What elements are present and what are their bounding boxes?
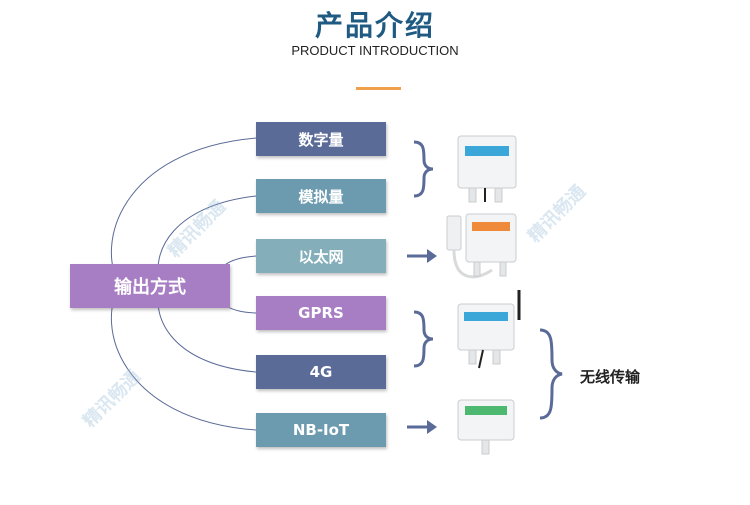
gprs-sensor-device-icon [457, 290, 521, 369]
page-subtitle: PRODUCT INTRODUCTION [291, 43, 459, 58]
option-nbiot: NB-IoT [256, 413, 386, 447]
option-4g: 4G [256, 355, 386, 389]
nbiot-sensor-device-icon [457, 399, 515, 455]
output-method-box: 输出方式 [70, 264, 230, 308]
brace-wireless-icon [539, 328, 563, 420]
brace-wired-icon [413, 140, 434, 198]
arc-digital [110, 137, 257, 286]
page-title: 产品介绍 [314, 9, 435, 42]
option-gprs: GPRS [256, 296, 386, 330]
ethernet-sensor-device-icon [446, 213, 517, 279]
option-digital: 数字量 [256, 122, 386, 156]
sensor-device-icon [457, 135, 517, 203]
arrow-nbiot-icon [407, 420, 437, 434]
wireless-transmission-label: 无线传输 [580, 368, 641, 386]
option-analog: 模拟量 [256, 179, 386, 213]
title-accent-bar [356, 87, 401, 90]
arrow-ethernet-icon [407, 249, 437, 263]
brace-gprs-icon [413, 310, 434, 368]
option-ethernet: 以太网 [256, 239, 386, 273]
